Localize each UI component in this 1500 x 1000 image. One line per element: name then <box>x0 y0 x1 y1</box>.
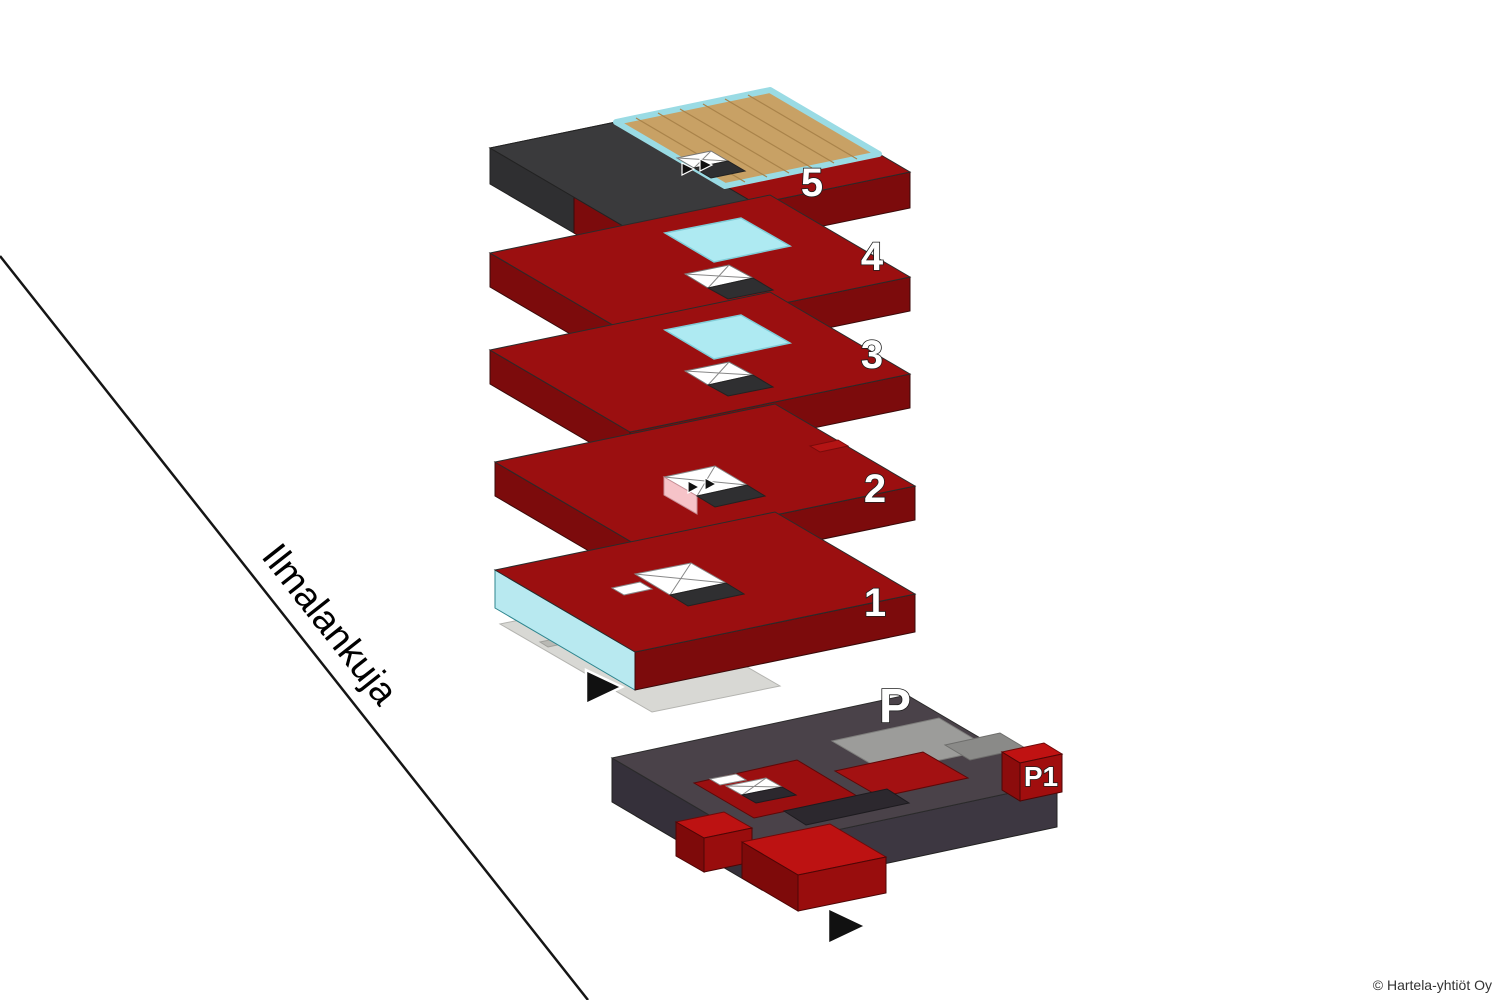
terrace-plank-lines <box>635 94 858 183</box>
floor-3-label: 3 <box>861 333 883 377</box>
parking-stair-hatch <box>725 777 783 796</box>
floor-5-stair-hatch <box>676 150 729 169</box>
core-arrow-icon <box>687 479 701 495</box>
floor-5-label: 5 <box>801 161 823 205</box>
parking-entrance-label: P1 <box>1024 761 1058 792</box>
floor-4-label: 4 <box>861 235 884 279</box>
parking-block-side <box>797 856 887 912</box>
street-line <box>0 255 589 1000</box>
core-arrow-icon <box>704 476 718 492</box>
core-arrow-icon <box>699 158 714 172</box>
street-label: Ilmalankuja <box>253 536 406 714</box>
parking-level-slab[interactable]: P P1 <box>610 679 1064 912</box>
floor-2-label: 2 <box>864 467 886 511</box>
floor-3-atrium-glass <box>662 314 793 360</box>
parking-dark-row <box>782 788 911 826</box>
floor-3-stair-hatch <box>684 361 754 386</box>
copyright-text: © Hartela-yhtiöt Oy <box>1373 977 1492 993</box>
parking-red-zone <box>833 751 970 798</box>
p1-entry-block-side <box>1019 753 1063 802</box>
floor-1-elevator-core <box>668 582 746 607</box>
parking-lobby-core <box>708 773 748 786</box>
floor-5-elevator-core <box>692 160 747 179</box>
floor-4-atrium-glass <box>662 217 793 263</box>
floor-2-roof-vent <box>808 439 850 453</box>
floor-4-stair-hatch <box>684 264 754 289</box>
core-arrow-icon <box>681 162 696 176</box>
floor-1-stair-hatch <box>634 562 727 596</box>
floor-1-slab[interactable]: 1 <box>493 511 917 691</box>
floor-3-top-face <box>488 291 912 433</box>
floor-2-elevator-core <box>695 484 767 508</box>
floor-1-lobby-core <box>610 581 654 596</box>
parking-label: P <box>879 680 911 733</box>
entrance-arrow-icon <box>584 668 625 706</box>
entrance-arrow-icon <box>826 906 869 946</box>
parking-elevator-core <box>740 786 798 804</box>
floor-2-core-highlight <box>663 476 698 515</box>
floor-4-top-face <box>488 194 912 336</box>
floor-4-elevator-core <box>706 277 775 300</box>
floor-3-elevator-core <box>706 374 775 397</box>
floor-1-label: 1 <box>864 581 886 625</box>
